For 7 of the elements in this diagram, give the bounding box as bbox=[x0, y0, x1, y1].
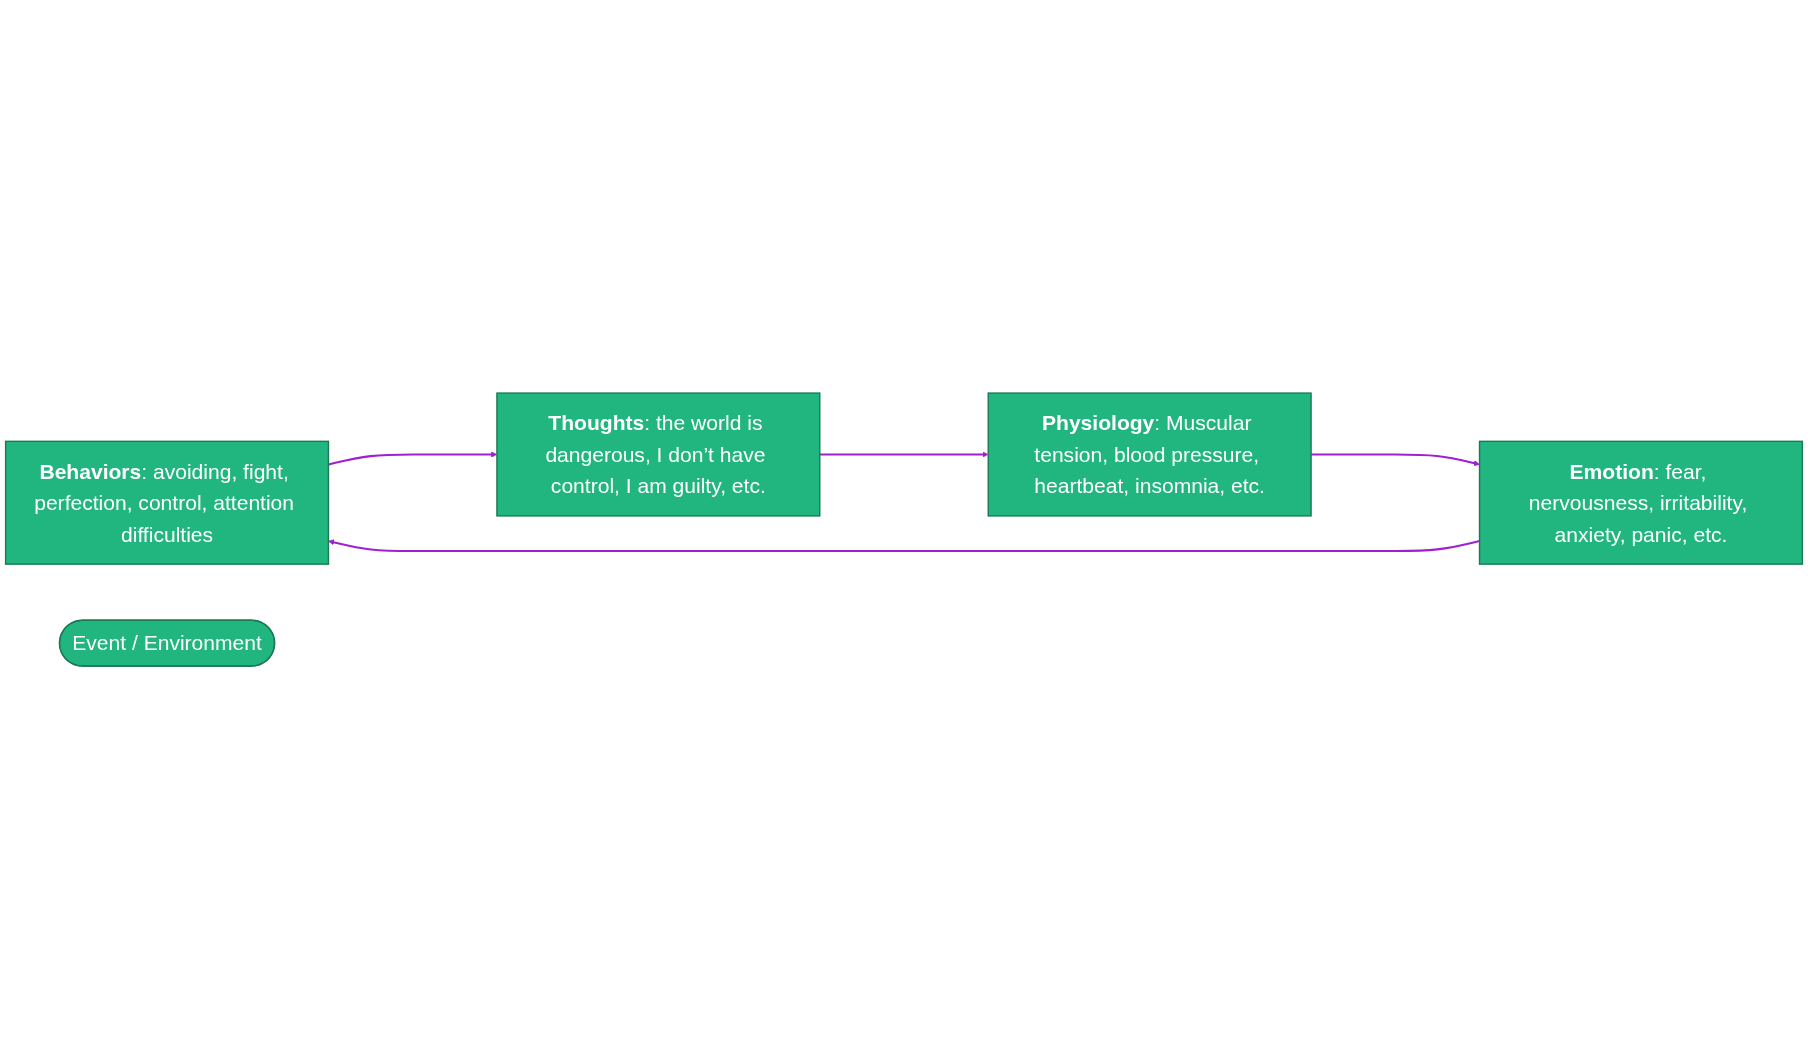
node-box: Thoughts: the world is dangerous, I don’t have control, I am guilty, etc. bbox=[496, 392, 821, 517]
arrow bbox=[819, 451, 989, 458]
node-box: Physiology: Muscular tension, blood pressure, heartbeat, insomnia, etc. bbox=[987, 392, 1312, 517]
arrow bbox=[328, 539, 1480, 553]
node-box: Emotion: fear, nervousness, irritability, anxiety, panic, etc. bbox=[1478, 440, 1804, 565]
arrow bbox=[1311, 453, 1480, 467]
node-box: Behaviors: avoiding, fight, perfection, control, attention difficulties bbox=[4, 440, 330, 565]
